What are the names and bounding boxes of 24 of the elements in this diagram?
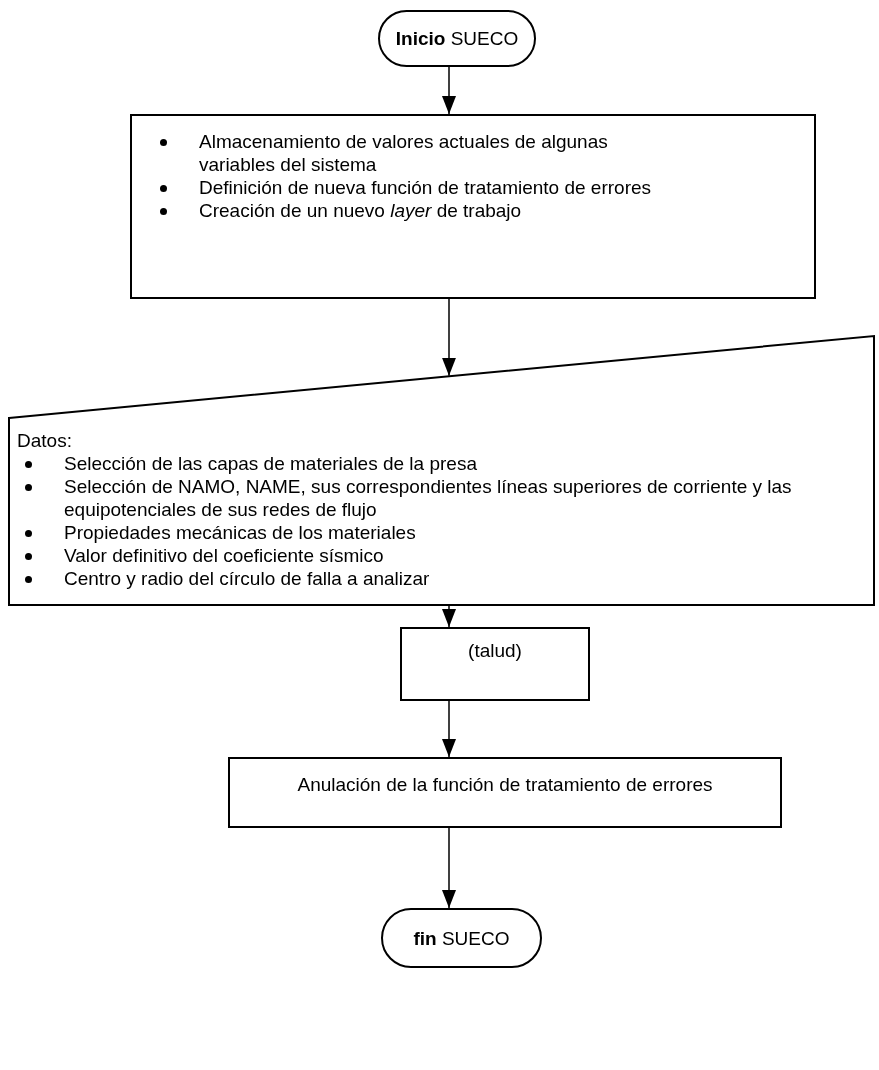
terminal-label: fin SUECO	[413, 926, 510, 950]
manual-input-shape	[8, 335, 875, 606]
bullet-text: Valor definitivo del coeficiente sísmico	[64, 545, 384, 566]
terminal-label: Inicio SUECO	[395, 27, 519, 50]
bullet-text: Creación de un nuevo layer de trabajo	[199, 200, 522, 221]
arrow	[442, 700, 456, 758]
box-text: (talud)	[467, 639, 523, 662]
box-text: Anulación de la función de tratamiento de errores	[296, 773, 714, 796]
end-terminal	[381, 908, 542, 968]
process-box	[130, 114, 816, 299]
process-box	[400, 627, 590, 701]
process-box	[228, 757, 782, 828]
heading-text: Datos:	[17, 429, 73, 452]
bullet-text: Selección de las capas de materiales de la presa	[64, 453, 477, 474]
bullet-text: Propiedades mecánicas de los materiales	[64, 522, 416, 543]
bullet-text: Centro y radio del círculo de falla a analizar	[64, 568, 430, 589]
arrow	[442, 605, 456, 628]
bullet-text: Definición de nueva función de tratamiento de errores	[199, 177, 652, 198]
bullet-text: Almacenamiento de valores actuales de algunas variables del sistema	[199, 131, 608, 175]
start-terminal	[378, 10, 536, 67]
bullet-text: Selección de NAMO, NAME, sus correspondientes líneas superiores de corriente y las equipotenciales de sus redes de flujo	[64, 476, 792, 520]
arrow	[442, 298, 456, 377]
arrow	[442, 66, 456, 115]
arrow	[442, 827, 456, 909]
